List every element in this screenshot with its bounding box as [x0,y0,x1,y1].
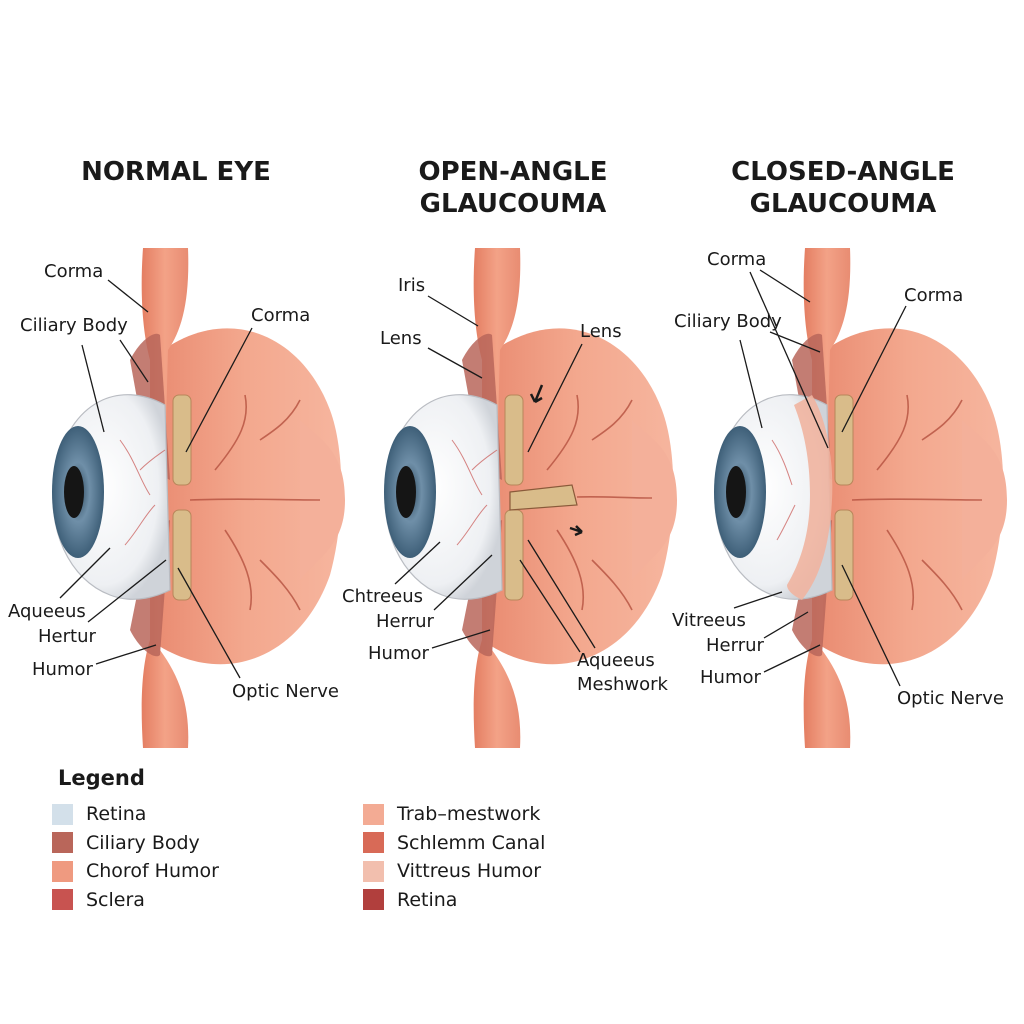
legend-swatch [363,889,384,910]
pupil [64,466,84,518]
legend-column-right: Trab–mestwork Schlemm Canal Vittreus Hum… [363,800,545,914]
legend-label: Trab–mestwork [397,803,540,825]
legend-swatch [363,832,384,853]
panel-title: GLAUCOUMA [420,189,607,219]
legend-item: Sclera [52,886,219,915]
panel-title: GLAUCOUMA [750,189,937,219]
label-aqueous: Aqueeus [8,601,86,622]
legend-label: Ciliary Body [86,832,200,854]
legend-item: Retina [363,886,545,915]
lens-band-upper [505,395,523,485]
lens-band-upper [835,395,853,485]
legend-label: Sclera [86,889,145,911]
label-humor: Humor [32,659,93,680]
legend-item: Vittreus Humor [363,857,545,886]
label-cornea-right: Corma [904,285,963,306]
leader-line [734,592,782,608]
label-vitreous-2: Herrur [706,635,765,656]
label-optic-nerve: Optic Nerve [897,688,1004,709]
eye-illustration [384,248,677,748]
label-iris: Iris [398,275,425,296]
label-cornea-right: Corma [251,305,310,326]
legend-item: Trab–mestwork [363,800,545,829]
legend-title: Legend [58,766,145,790]
legend-swatch [363,804,384,825]
label-ciliary-body: Ciliary Body [20,315,128,336]
lens-band-lower [835,510,853,600]
legend-item: Schlemm Canal [363,829,545,858]
label-aqueous-meshwork-2: Meshwork [577,674,669,695]
legend-swatch [52,889,73,910]
label-lens-right: Lens [580,321,622,342]
legend-swatch [52,861,73,882]
legend-label: Schlemm Canal [397,832,545,854]
legend-swatch [363,861,384,882]
leader-line [760,270,810,302]
legend-item: Ciliary Body [52,829,219,858]
legend-label: Chorof Humor [86,860,219,882]
panel-normal-eye: NORMAL EYE Corma Ciliary Body Corma Aque… [8,157,345,748]
panel-title: OPEN-ANGLE [418,157,607,187]
legend-swatch [52,832,73,853]
label-cornea-top: Corma [707,249,766,270]
panel-title: CLOSED-ANGLE [731,157,955,187]
label-lens-left: Lens [380,328,422,349]
legend-label: Retina [86,803,146,825]
leader-line [428,296,478,326]
legend-column-left: Retina Ciliary Body Chorof Humor Sclera [52,800,219,914]
label-ciliary-body: Ciliary Body [674,311,782,332]
legend-label: Vittreus Humor [397,860,541,882]
legend-item: Chorof Humor [52,857,219,886]
label-vitreous-2: Herrur [376,611,435,632]
label-aqueous-meshwork: Aqueeus [577,650,655,671]
pupil [726,466,746,518]
legend-swatch [52,804,73,825]
label-aqueous-2: Hertur [38,626,96,647]
label-humor: Humor [700,667,761,688]
panel-closed-angle: CLOSED-ANGLE GLAUCOUMA Corma Ciliary Bod… [672,157,1007,748]
label-humor: Humor [368,643,429,664]
lens-band-lower [505,510,523,600]
panel-title: NORMAL EYE [81,157,271,187]
label-vitreous: Vitreeus [672,610,746,631]
legend-label: Retina [397,889,457,911]
legend-item: Retina [52,800,219,829]
pupil [396,466,416,518]
legend: Legend Retina Ciliary Body Chorof Humor … [52,764,652,914]
label-cornea-top: Corma [44,261,103,282]
panel-open-angle: OPEN-ANGLE GLAUCOUMA Iris Lens Lens [342,157,677,748]
lens-band-upper [173,395,191,485]
label-optic-nerve: Optic Nerve [232,681,339,702]
label-vitreous: Chtreeus [342,586,423,607]
